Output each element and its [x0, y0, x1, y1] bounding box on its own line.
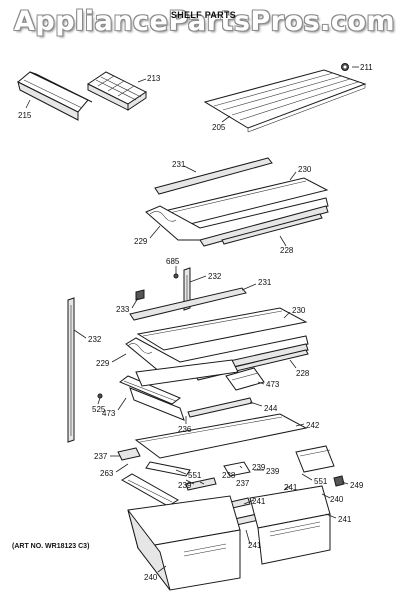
callout-205: 205 — [212, 123, 226, 132]
part-crisper-drawer-right — [249, 485, 331, 565]
part-shelf-clip — [341, 63, 349, 71]
part-door-bin — [17, 71, 93, 121]
part-drawer-slide-left — [121, 473, 179, 507]
callout-231-upper: 231 — [172, 160, 186, 169]
leader-lines — [25, 66, 359, 573]
callout-239-right: 239 — [266, 467, 280, 476]
part-middle-glass — [136, 307, 308, 351]
part-bracket-551 — [145, 461, 191, 477]
callout-240-left: 240 — [144, 573, 158, 582]
callout-241-lower: 241 — [248, 541, 262, 550]
callout-551-left: 551 — [188, 471, 202, 480]
diagram-title: SHELF PARTS — [170, 10, 237, 20]
part-middle-shelf-trim — [129, 287, 247, 321]
part-wire-shelf — [203, 69, 367, 133]
callout-242: 242 — [306, 421, 320, 430]
part-clip-249 — [333, 475, 345, 487]
part-screw — [173, 273, 179, 279]
callout-473-right: 473 — [266, 380, 280, 389]
part-rail-244 — [187, 397, 253, 418]
callout-232-short: 232 — [208, 272, 222, 281]
part-upper-shelf-trim — [154, 157, 273, 195]
part-crisper-cover — [134, 413, 308, 459]
callout-211: 211 — [360, 63, 373, 72]
callout-213: 213 — [147, 74, 161, 83]
callout-241-right: 241 — [338, 515, 352, 524]
callout-525: 525 — [92, 405, 106, 414]
part-upper-frame — [145, 197, 329, 247]
callout-240-right: 240 — [330, 495, 344, 504]
callout-labels: 211 213 215 205 231 230 229 228 685 232 … — [18, 63, 373, 582]
part-bracket-clip — [135, 289, 145, 301]
part-shelf-frame-236 — [129, 359, 239, 421]
callout-249: 249 — [350, 481, 364, 490]
callout-551-right: 551 — [314, 477, 328, 486]
callout-239-center: 239 — [252, 463, 266, 472]
callout-230-middle: 230 — [292, 306, 306, 315]
callout-263: 263 — [100, 469, 114, 478]
part-crisper-drawer-left — [127, 495, 241, 591]
callout-241-middle: 241 — [252, 497, 266, 506]
part-shelf-ladder-long — [67, 297, 75, 443]
part-screw-525 — [97, 393, 103, 399]
callout-231-middle: 231 — [258, 278, 272, 287]
part-center-divider — [185, 461, 251, 491]
callout-239-left: 239 — [178, 481, 192, 490]
callout-237-center: 237 — [236, 479, 250, 488]
callout-229-upper: 229 — [134, 237, 148, 246]
callout-241-upper: 241 — [284, 483, 298, 492]
part-cover-support-left — [117, 447, 141, 461]
callout-238: 238 — [222, 471, 236, 480]
callout-236: 236 — [178, 425, 192, 434]
part-shelf-ladder-short — [183, 267, 191, 311]
callout-685: 685 — [166, 257, 180, 266]
callout-237-left: 237 — [94, 452, 108, 461]
callout-230-upper: 230 — [298, 165, 312, 174]
part-ice-tray — [87, 71, 147, 111]
part-upper-rear-trim — [221, 213, 323, 245]
callout-244: 244 — [264, 404, 278, 413]
art-number: (ART NO. WR18123 C3) — [12, 543, 90, 550]
callout-228-middle: 228 — [296, 369, 310, 378]
callout-229-middle: 229 — [96, 359, 110, 368]
callout-215: 215 — [18, 111, 32, 120]
callout-228-upper: 228 — [280, 246, 294, 255]
callout-473-left: 473 — [102, 409, 116, 418]
part-slide-right — [225, 367, 265, 391]
part-slide-left — [119, 375, 181, 405]
watermark-logo: AppliancePartsPros.com — [14, 6, 396, 37]
callout-233: 233 — [116, 305, 130, 314]
part-cover-support-right — [295, 445, 335, 473]
callout-232-long: 232 — [88, 335, 102, 344]
